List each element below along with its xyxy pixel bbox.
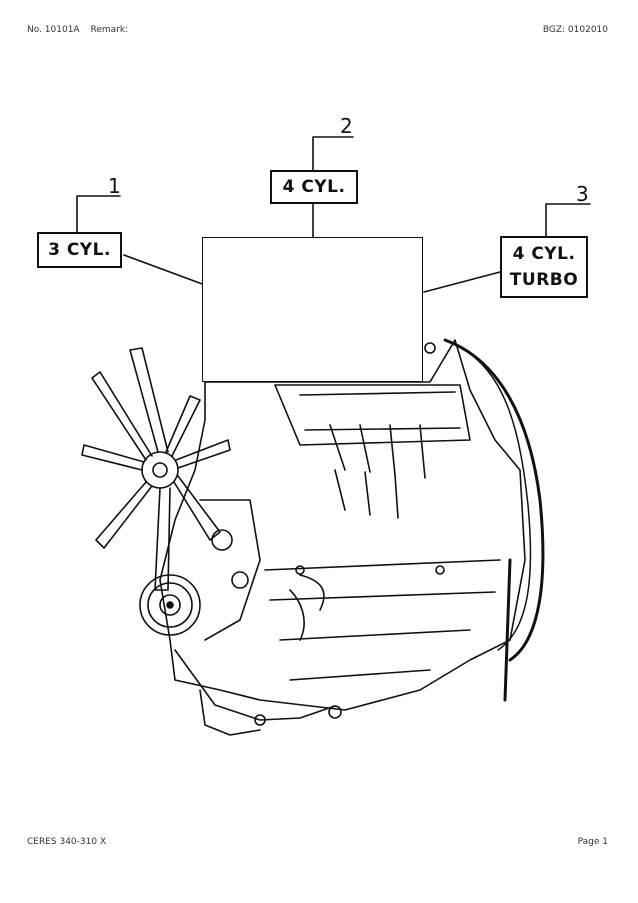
callout-label-4-cyl: 4 CYL. bbox=[270, 170, 358, 204]
blank-reference-box bbox=[202, 237, 423, 382]
header-left: No. 10101A Remark: bbox=[27, 25, 128, 35]
leader-arrow-1 bbox=[123, 254, 206, 286]
page-number: Page 1 bbox=[577, 837, 608, 847]
callout-number-1: 1 bbox=[108, 174, 121, 198]
callout-label-4-cyl-turbo-line2: TURBO bbox=[509, 270, 579, 290]
callout-label-4-cyl-turbo-line1: 4 CYL. bbox=[512, 244, 576, 264]
doc-number: No. 10101A bbox=[27, 25, 80, 35]
callout-label-4-cyl-turbo: 4 CYL. TURBO bbox=[500, 236, 588, 298]
leader-line-2 bbox=[312, 136, 354, 171]
remark-label: Remark: bbox=[90, 25, 129, 35]
callout-number-2: 2 bbox=[340, 114, 353, 138]
leader-line-3 bbox=[545, 203, 591, 237]
callout-number-3: 3 bbox=[576, 182, 589, 206]
model-name: CERES 340-310 X bbox=[27, 837, 107, 847]
callout-label-3-cyl: 3 CYL. bbox=[37, 232, 122, 268]
leader-line-1 bbox=[76, 195, 121, 233]
bgz-code: BGZ: 0102010 bbox=[542, 25, 608, 35]
leader-arrow-3 bbox=[423, 271, 501, 293]
